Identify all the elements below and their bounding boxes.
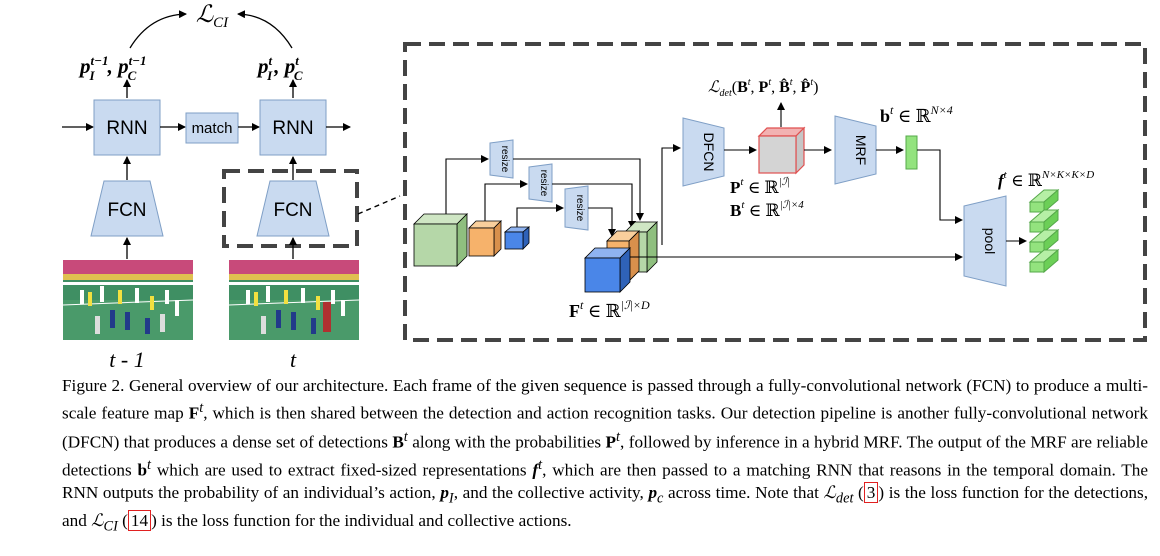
resize-block-2: resize	[528, 163, 553, 203]
dfcn-block: DFCN	[682, 117, 725, 187]
resize-block-3: resize	[564, 185, 589, 231]
det-loss-label: ℒdet(Bt, Pt, B̂t, P̂t)	[708, 77, 818, 99]
fcn-box-prev	[90, 180, 164, 237]
match-label: match	[192, 120, 233, 137]
caption-text: , and the collective activity,	[453, 482, 649, 502]
rnn-box-prev	[93, 99, 161, 156]
B-label: Bt ∈ ℝ|ℐ|×4	[730, 199, 804, 220]
resize-block-1: resize	[489, 139, 514, 179]
caption-text: General overview of our architecture. Ea…	[62, 376, 1149, 424]
time-label-curr: t	[290, 347, 297, 372]
rnn-box-curr	[259, 99, 327, 156]
fcn-label-prev: FCN	[107, 200, 146, 221]
rnn-label-curr: RNN	[272, 118, 313, 139]
caption-label: Figure 2.	[62, 376, 125, 395]
rnn-label-prev: RNN	[106, 118, 147, 139]
caption-text: , which are then passed to a matching RN…	[62, 460, 1148, 502]
concat-feature-map	[584, 221, 658, 293]
match-box	[185, 112, 239, 144]
time-label-prev: t - 1	[109, 347, 144, 372]
fcn-box-curr	[256, 180, 330, 237]
caption-text: is the loss function for the detections,…	[62, 482, 1148, 530]
P-label: Pt ∈ ℝ|ℐ|	[730, 176, 790, 197]
mrf-block: MRF	[834, 115, 877, 185]
caption-text: , which is then shared between the detec…	[62, 404, 1148, 452]
svg-text:resize: resize	[538, 170, 549, 197]
F-label: Ft ∈ ℝ|ℐ|×D	[569, 298, 650, 321]
pool-block: pool	[963, 195, 1007, 287]
svg-text:MRF: MRF	[853, 135, 869, 165]
caption-text: along with the probabilities	[407, 432, 606, 452]
caption-text: which are used to extract fixed-sized re…	[151, 460, 533, 480]
feature-cube-green	[413, 213, 468, 267]
caption-text: across time. Note that	[663, 482, 824, 502]
detection-cube	[757, 126, 806, 175]
svg-text:ptI, ptC: ptI, ptC	[256, 53, 303, 83]
feature-cube-blue	[503, 226, 531, 250]
caption-text: , followed by inference in a hybrid MRF.…	[62, 432, 1148, 480]
b-label: bt ∈ ℝN×4	[880, 103, 953, 126]
svg-text:pool: pool	[982, 228, 998, 254]
frame-image-prev	[62, 260, 194, 340]
frame-image-curr	[228, 260, 360, 340]
svg-text:DFCN: DFCN	[701, 133, 717, 172]
f-label: ft ∈ ℝN×K×K×D	[998, 169, 1094, 190]
figure-caption: Figure 2. General overview of our archit…	[62, 376, 1149, 535]
feature-cube-orange	[468, 220, 502, 257]
svg-text:pt−1I, pt−1C: pt−1I, pt−1C	[78, 53, 147, 83]
top-loss: ℒCI	[129, 2, 293, 49]
fcn-highlight-box	[222, 169, 359, 248]
equation-ref-link[interactable]: 14	[127, 509, 152, 531]
svg-text:ℒCI: ℒCI	[196, 2, 229, 31]
b-detections-bar	[905, 135, 918, 170]
svg-text:resize: resize	[499, 146, 510, 173]
caption-text: is the loss function for the individual …	[156, 510, 572, 530]
detail-box	[403, 42, 1147, 342]
fcn-label-curr: FCN	[273, 200, 312, 221]
equation-ref-link[interactable]: 3	[863, 481, 879, 503]
svg-text:resize: resize	[574, 195, 585, 222]
f-representation-stack	[1028, 188, 1060, 274]
